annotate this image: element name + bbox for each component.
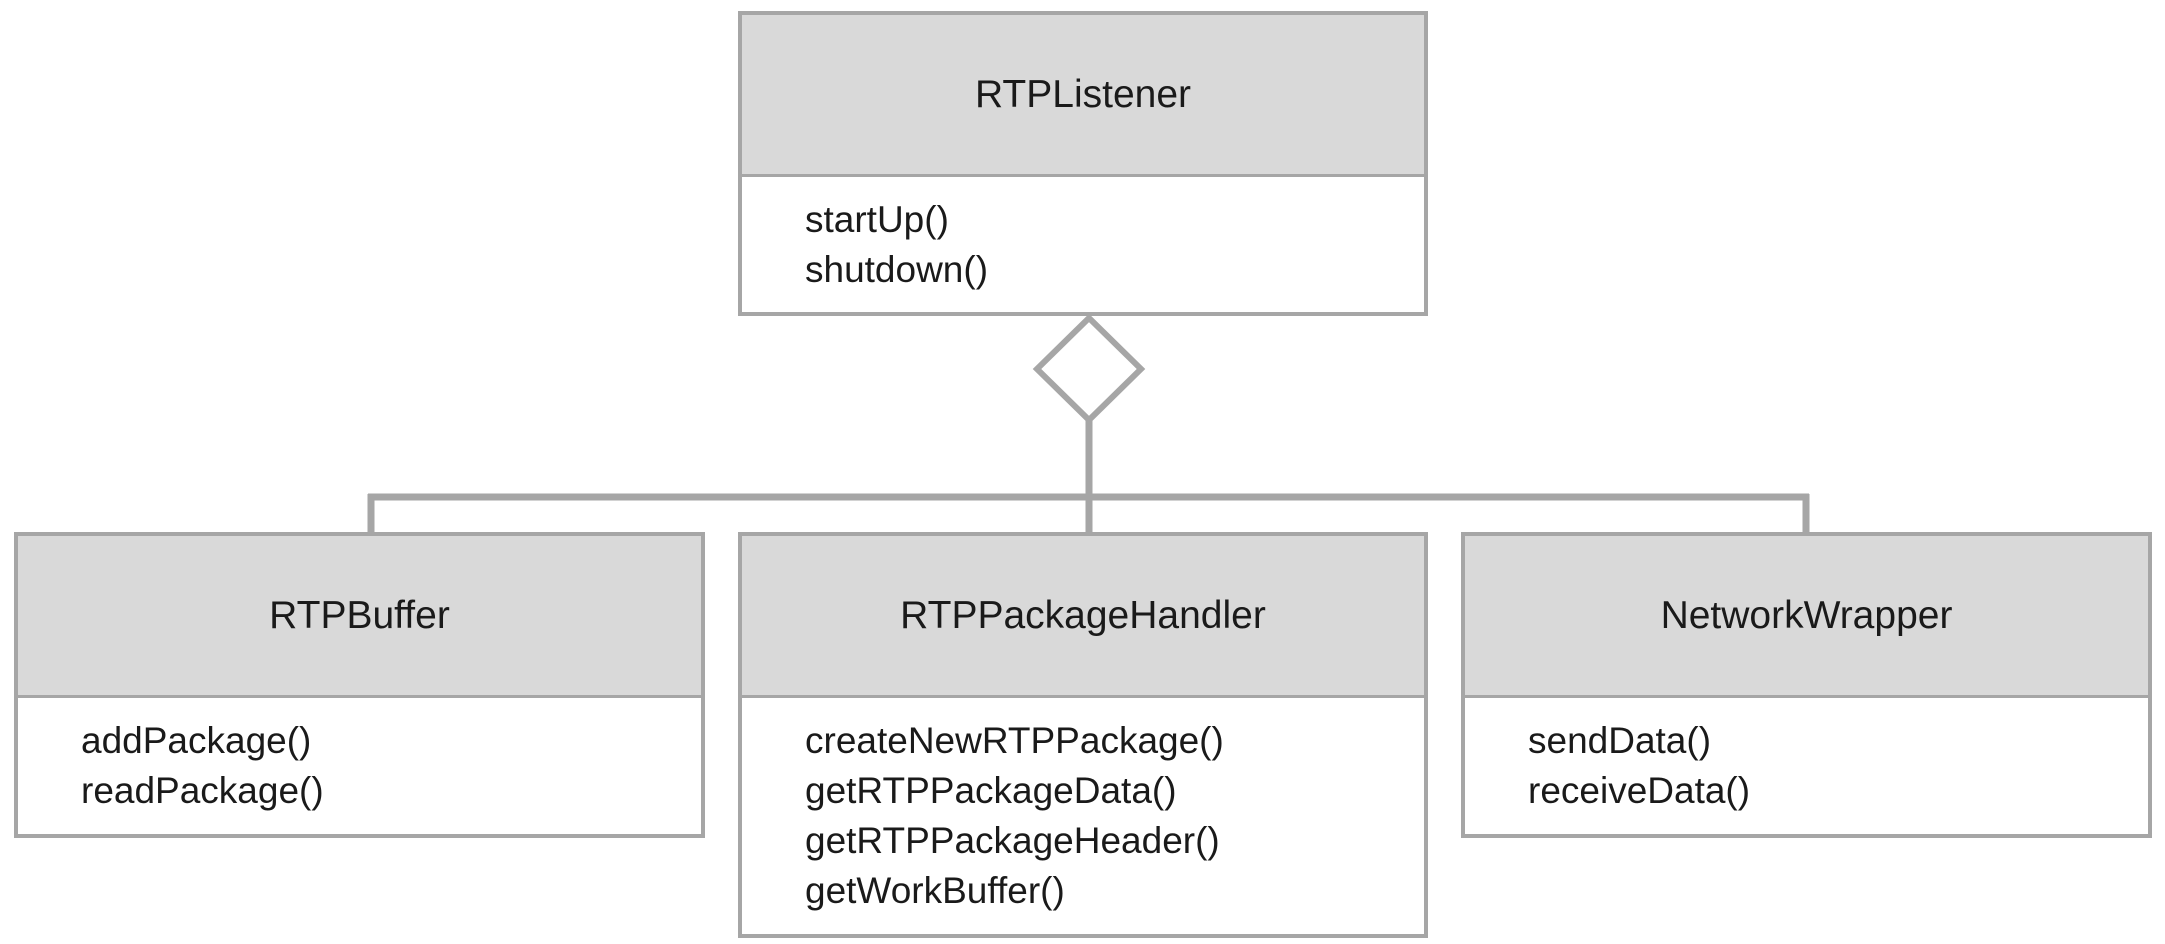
- method-item: getRTPPackageData(): [805, 770, 1177, 811]
- class-header: RTPBuffer: [18, 536, 701, 698]
- method-item: addPackage(): [81, 720, 312, 761]
- class-rtppackagehandler: RTPPackageHandler createNewRTPPackage() …: [738, 532, 1428, 938]
- class-name: NetworkWrapper: [1660, 593, 1953, 637]
- class-header: RTPListener: [742, 15, 1424, 177]
- class-rtplistener: RTPListener startUp() shutdown(): [738, 11, 1428, 316]
- method-item: receiveData(): [1528, 770, 1751, 811]
- class-rtpbuffer: RTPBuffer addPackage() readPackage(): [14, 532, 705, 838]
- class-networkwrapper: NetworkWrapper sendData() receiveData(): [1461, 532, 2152, 838]
- class-methods: startUp() shutdown(): [742, 177, 1424, 295]
- method-item: startUp(): [805, 199, 949, 240]
- method-item: readPackage(): [81, 770, 324, 811]
- class-name: RTPPackageHandler: [900, 593, 1266, 637]
- class-name: RTPBuffer: [269, 593, 450, 637]
- aggregation-diamond: [1032, 313, 1146, 425]
- method-item: getWorkBuffer(): [805, 870, 1065, 911]
- class-methods: createNewRTPPackage() getRTPPackageData(…: [742, 698, 1424, 916]
- method-item: createNewRTPPackage(): [805, 720, 1224, 761]
- method-item: getRTPPackageHeader(): [805, 820, 1220, 861]
- class-methods: sendData() receiveData(): [1465, 698, 2148, 816]
- class-methods: addPackage() readPackage(): [18, 698, 701, 816]
- method-item: sendData(): [1528, 720, 1712, 761]
- method-item: shutdown(): [805, 249, 989, 290]
- class-name: RTPListener: [974, 72, 1192, 116]
- class-header: RTPPackageHandler: [742, 536, 1424, 698]
- class-header: NetworkWrapper: [1465, 536, 2148, 698]
